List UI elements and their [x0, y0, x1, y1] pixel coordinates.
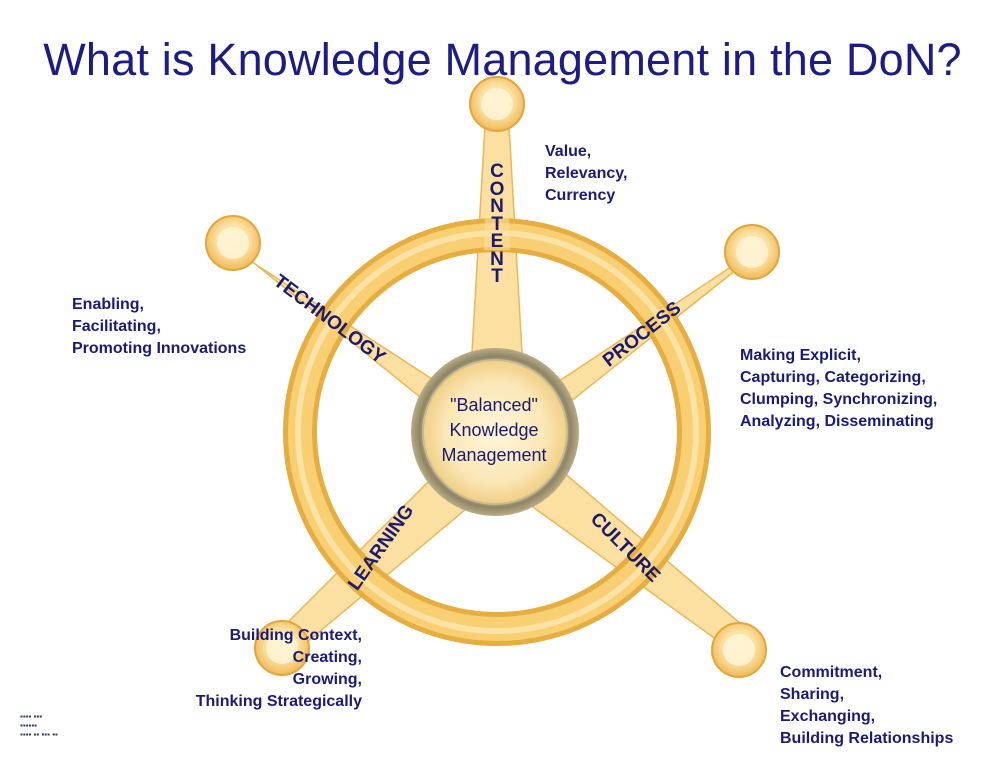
source-footnote-illegible: ▪▪▪▪ ▪▪▪ ▪▪▪▪▪▪ ▪▪▪▪ ▪▪ ▪▪▪ ▪▪: [20, 712, 58, 739]
spoke-label-content-letter: N: [490, 196, 504, 217]
knob-upper-right: [724, 224, 780, 280]
knob-top: [469, 76, 525, 132]
spoke-label-content-letter: T: [491, 266, 503, 287]
hub-label: "Balanced" Knowledge Management: [441, 395, 547, 465]
knob-upper-left: [205, 215, 261, 271]
note-learning: Building Context, Creating, Growing, Thi…: [195, 627, 362, 710]
handle-knobs: [205, 76, 780, 678]
spoke-label-content-letter: O: [489, 178, 505, 200]
hub: [411, 348, 579, 516]
knob-lower-right: [711, 622, 767, 678]
spoke-overlays: [484, 214, 510, 250]
note-content: Value, Relevancy, Currency: [545, 143, 628, 204]
note-culture: Commitment, Sharing, Exchanging, Buildin…: [780, 664, 954, 747]
spoke-label-content-letter: T: [491, 213, 503, 235]
knob-lower-left: [254, 620, 310, 676]
spoke-label-content-letter: N: [490, 248, 504, 270]
spoke-label-content-letter: C: [490, 161, 504, 182]
note-technology: Enabling, Facilitating, Promoting Innova…: [72, 296, 247, 357]
spoke-label-content-letter: E: [490, 231, 504, 252]
note-process: Making Explicit, Capturing, Categorizing…: [740, 347, 938, 430]
page-title: What is Knowledge Management in the DoN?: [43, 34, 962, 85]
